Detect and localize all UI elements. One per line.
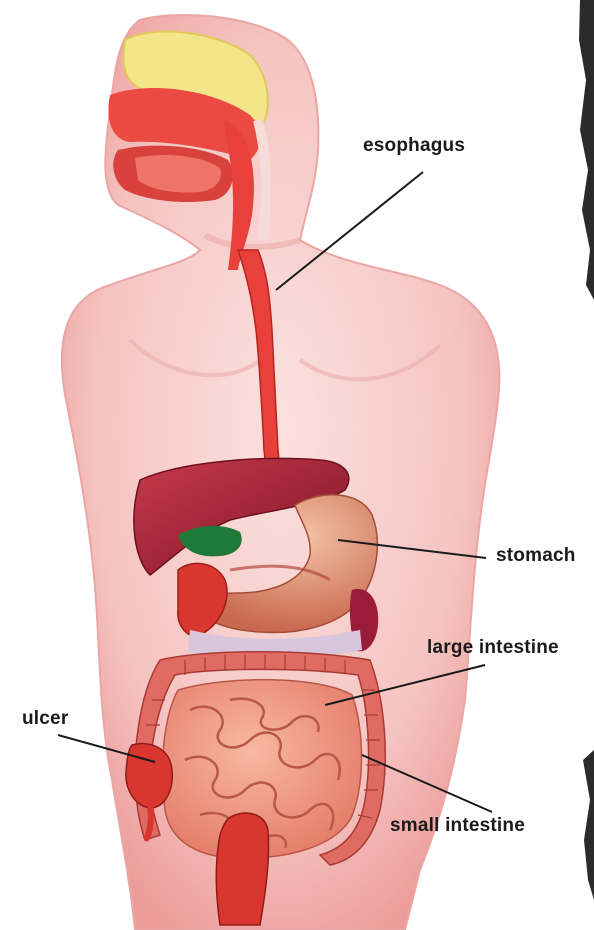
stomach-label: stomach: [496, 545, 576, 567]
torn-page-edge: [579, 0, 594, 900]
small-intestine-label: small intestine: [390, 815, 525, 837]
esophagus-label: esophagus: [363, 135, 465, 157]
large-intestine-label: large intestine: [427, 637, 559, 659]
rectum-organ: [216, 813, 268, 925]
ulcer-region: [126, 744, 172, 808]
ulcer-label: ulcer: [22, 708, 68, 730]
